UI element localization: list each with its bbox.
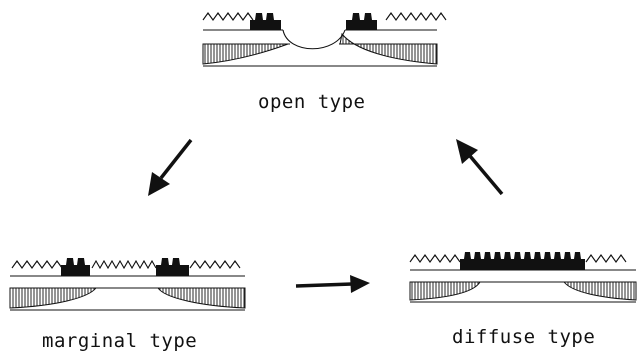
hatched-muscle-left	[202, 43, 289, 65]
ulcer-crater	[282, 29, 346, 50]
black-lesion-left	[61, 258, 90, 276]
villi-right	[189, 260, 241, 269]
diffuse-type-label: diffuse type	[452, 326, 596, 348]
hatched-muscle-left	[9, 287, 98, 309]
hatched-muscle-right	[339, 32, 438, 65]
villi-right	[585, 254, 627, 263]
hatched-muscle-left	[409, 281, 481, 301]
villi-left	[409, 254, 461, 263]
arrow-diffuse-to-open	[456, 139, 504, 196]
black-lesion-right	[346, 13, 377, 30]
diffuse-type-panel	[409, 252, 637, 303]
black-lesion-right	[156, 258, 189, 276]
hatched-muscle-right	[157, 287, 246, 309]
black-lesion-wide	[460, 252, 585, 270]
villi-middle	[91, 259, 157, 270]
open-type-label: open type	[258, 91, 366, 113]
arrow-marginal-to-diffuse	[295, 275, 370, 293]
villi-left	[11, 260, 63, 269]
hatched-muscle-right	[562, 281, 637, 301]
black-lesion-left	[250, 13, 281, 30]
marginal-type-panel	[9, 258, 246, 311]
villi-left	[202, 12, 254, 21]
open-type-panel	[202, 12, 447, 67]
arrow-open-to-marginal	[148, 138, 193, 196]
marginal-type-label: marginal type	[42, 330, 198, 352]
villi-right	[385, 12, 447, 21]
